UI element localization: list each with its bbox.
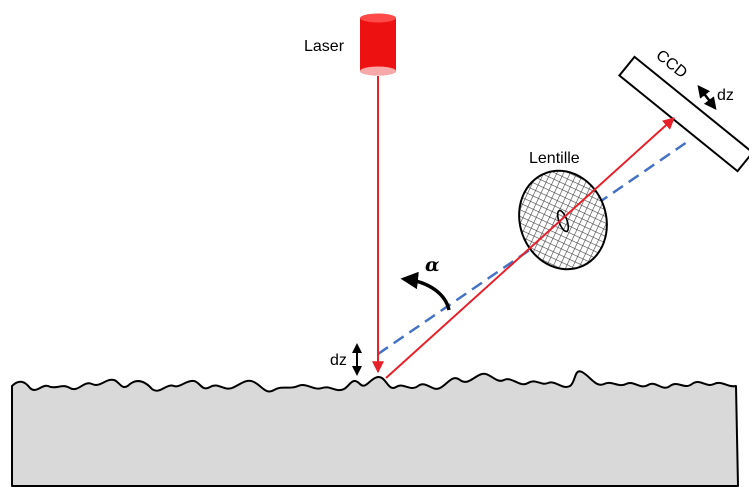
- lens-label: Lentille: [529, 150, 580, 167]
- surface-dz-label: dz: [330, 352, 347, 369]
- angle-label: α: [425, 254, 440, 276]
- laser-emitter-icon: [360, 13, 396, 76]
- ccd-dz-label: dz: [717, 87, 734, 104]
- hatched-lens-icon: [518, 169, 608, 271]
- reflected-beam: [385, 117, 675, 379]
- laser-label: Laser: [304, 38, 345, 55]
- optical-axis: [377, 138, 691, 356]
- angle-arrow-icon: [400, 271, 451, 311]
- ccd-sensor-icon: [617, 55, 749, 173]
- rough-surface: [11, 370, 739, 487]
- ccd-dz-arrow-icon: [697, 85, 717, 110]
